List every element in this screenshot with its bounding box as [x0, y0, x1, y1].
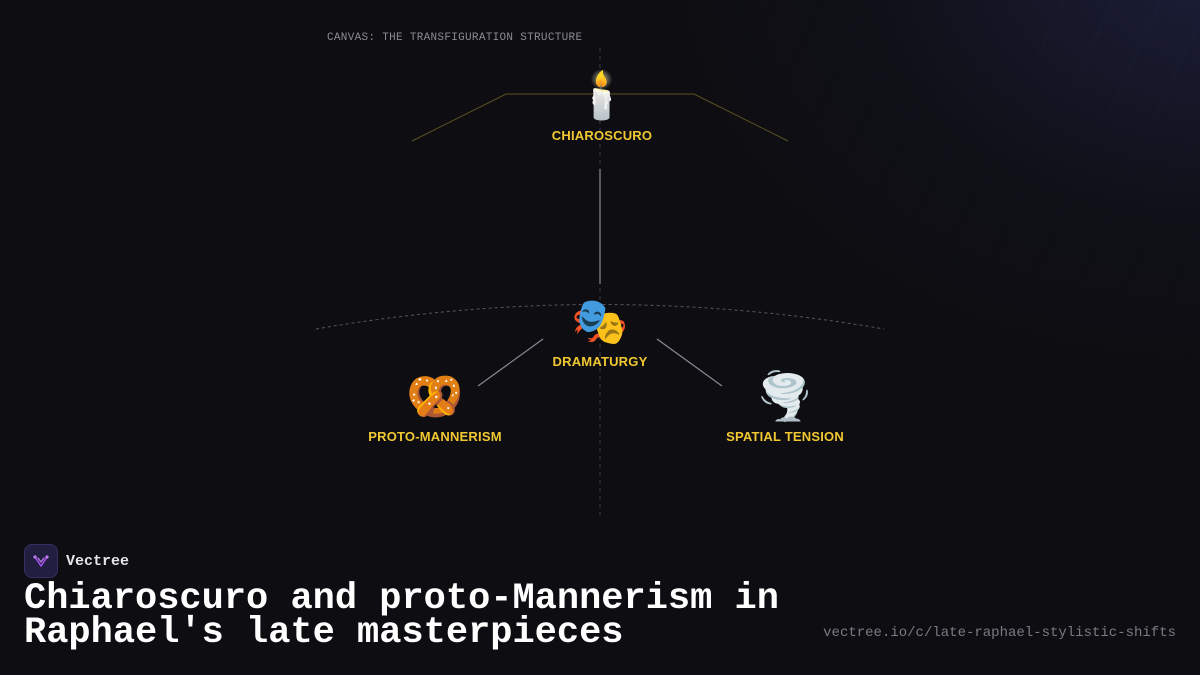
- page-url[interactable]: vectree.io/c/late-raphael-stylistic-shif…: [823, 625, 1176, 641]
- node-label: DRAMATURGY: [552, 354, 648, 369]
- performing-arts-icon: 🎭: [571, 295, 629, 347]
- edge-dramaturgy-proto-mannerism: [477, 338, 544, 387]
- node-label: CHIAROSCURO: [551, 128, 653, 143]
- node-dramaturgy[interactable]: 🎭 DRAMATURGY: [500, 294, 700, 369]
- page-title: Chiaroscuro and proto-Mannerism in Rapha…: [24, 578, 779, 654]
- vectree-logo-icon: [24, 544, 58, 578]
- tornado-icon: 🌪️: [756, 370, 814, 422]
- edge-dramaturgy-spatial-tension: [656, 338, 723, 387]
- chiaroscuro-bracket: [411, 93, 789, 142]
- brand-name: Vectree: [66, 552, 130, 570]
- orbit-arc: [315, 304, 885, 330]
- node-chiaroscuro[interactable]: 🕯️ CHIAROSCURO: [502, 68, 702, 143]
- node-proto-mannerism[interactable]: 🥨 PROTO-MANNERISM: [335, 369, 535, 444]
- node-spatial-tension[interactable]: 🌪️ SPATIAL TENSION: [685, 369, 885, 444]
- brand[interactable]: Vectree: [24, 544, 129, 578]
- node-label: PROTO-MANNERISM: [368, 429, 502, 444]
- pretzel-icon: 🥨: [406, 370, 464, 422]
- candle-icon: 🕯️: [573, 69, 631, 121]
- canvas-label: CANVAS: THE TRANSFIGURATION STRUCTURE: [327, 32, 583, 44]
- node-label: SPATIAL TENSION: [726, 429, 844, 444]
